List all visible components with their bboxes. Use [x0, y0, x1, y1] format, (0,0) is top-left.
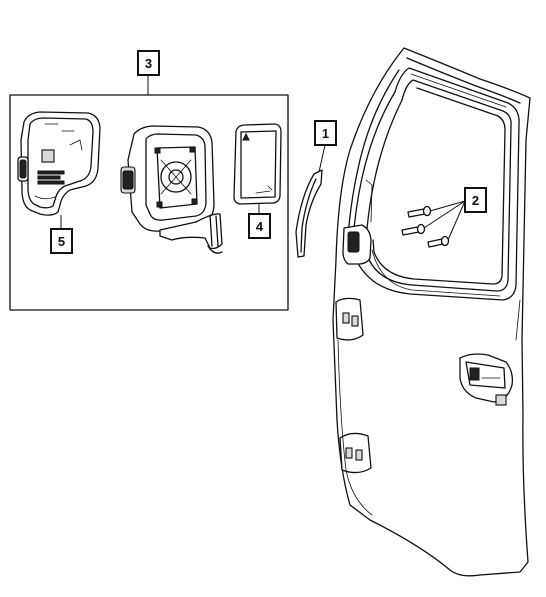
callout-1-leader — [318, 144, 326, 173]
callout-4[interactable]: 4 — [248, 213, 271, 239]
screw-middle — [401, 223, 426, 236]
callout-3-label: 3 — [145, 56, 152, 71]
callout-1[interactable]: 1 — [314, 120, 337, 146]
callout-4-label: 4 — [256, 219, 264, 234]
screws-part — [401, 205, 450, 248]
callout-5-label: 5 — [58, 234, 65, 249]
callout-1-label: 1 — [322, 126, 329, 141]
mirror-assembly-frame — [9, 94, 289, 311]
door-panel — [332, 47, 531, 577]
screw-bottom — [427, 235, 450, 248]
mirror-cover-part — [17, 111, 101, 216]
screw-top — [407, 205, 432, 218]
seal-strip-part — [295, 169, 323, 258]
callout-2-leaders — [423, 200, 466, 241]
callout-3[interactable]: 3 — [137, 50, 160, 76]
callout-2[interactable]: 2 — [464, 187, 487, 213]
mirror-glass-part — [233, 123, 282, 205]
callout-5[interactable]: 5 — [50, 228, 73, 254]
mirror-housing — [120, 125, 223, 254]
callout-2-label: 2 — [472, 193, 479, 208]
